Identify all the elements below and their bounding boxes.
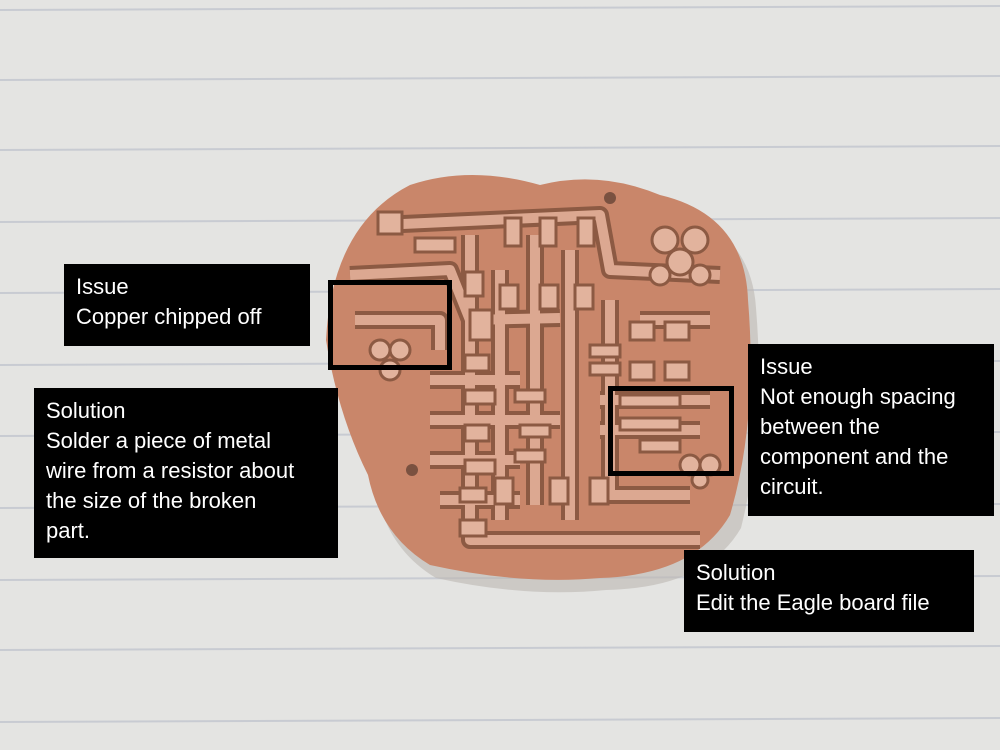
pcb-flower-pads xyxy=(368,225,722,490)
issue-right-line: circuit. xyxy=(760,474,824,499)
solution-right-callout: Solution Edit the Eagle board file xyxy=(684,550,974,632)
pcb-pads xyxy=(376,210,691,538)
solution-left-callout: Solution Solder a piece of metal wire fr… xyxy=(34,388,338,558)
solution-right-heading: Solution xyxy=(696,560,776,585)
issue-left-heading: Issue xyxy=(76,274,129,299)
issue-left-callout: Issue Copper chipped off xyxy=(64,264,310,346)
issue-right-heading: Issue xyxy=(760,354,813,379)
solution-right-text: Edit the Eagle board file xyxy=(696,590,930,615)
solution-left-line: the size of the broken xyxy=(46,488,257,513)
solution-left-line: Solder a piece of metal xyxy=(46,428,272,453)
issue-right-line: Not enough spacing xyxy=(760,384,956,409)
solution-left-heading: Solution xyxy=(46,398,126,423)
mounting-holes xyxy=(406,192,616,476)
issue-left-text: Copper chipped off xyxy=(76,304,262,329)
issue-right-line: component and the xyxy=(760,444,949,469)
issue-right-callout: Issue Not enough spacing between the com… xyxy=(748,344,994,516)
issue-left-highlight xyxy=(328,280,452,370)
issue-right-highlight xyxy=(608,386,734,476)
solution-left-line: wire from a resistor about xyxy=(46,458,295,483)
solution-left-line: part. xyxy=(46,518,91,543)
issue-right-line: between the xyxy=(760,414,880,439)
